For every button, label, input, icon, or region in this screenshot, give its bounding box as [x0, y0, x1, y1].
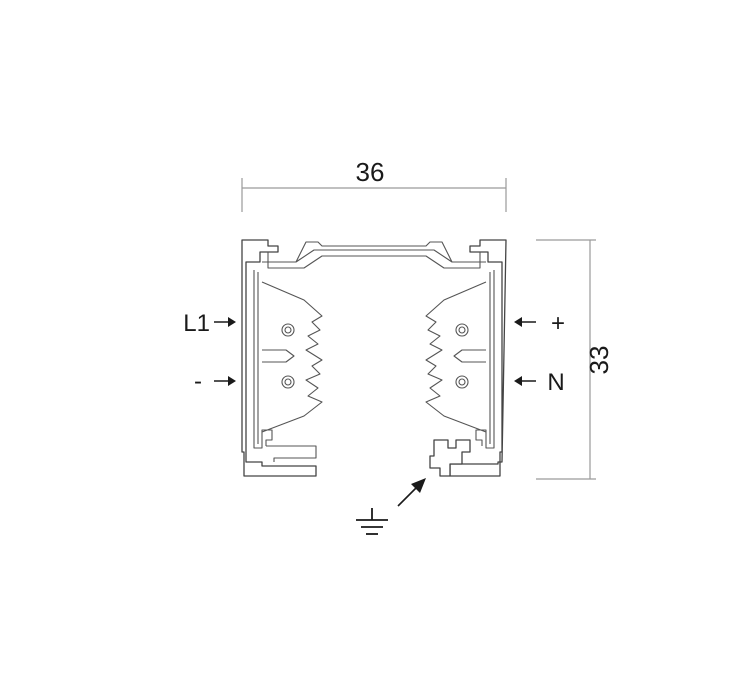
- ground-connection: [356, 478, 426, 535]
- profile-outer-shell-right: [449, 239, 507, 477]
- arrow-right-icon: [214, 317, 236, 327]
- conductor-holder-left-mid: [262, 349, 295, 363]
- arrow-left-icon: [514, 317, 536, 327]
- arrow-left-icon: [514, 376, 536, 386]
- connector-plus-label: +: [551, 310, 565, 337]
- conductor-minus: [281, 375, 295, 389]
- connector-l1: L1: [183, 310, 236, 337]
- conductor-plus: [455, 323, 469, 337]
- arrow-diagonal-icon: [397, 478, 426, 507]
- height-dimension: 33: [536, 239, 614, 480]
- profile-inner-wall-left: [253, 270, 273, 449]
- conductor-n-core: [458, 378, 466, 386]
- connector-plus: +: [514, 310, 565, 337]
- width-dimension-label: 36: [356, 157, 385, 187]
- profile-inner-wall-right: [475, 270, 495, 449]
- connector-l1-label: L1: [183, 310, 210, 337]
- height-dimension-label: 33: [584, 346, 614, 375]
- conductor-holder-right: [425, 281, 487, 433]
- connector-minus: -: [194, 368, 236, 395]
- conductor-plus-core: [458, 326, 466, 334]
- conductor-l1: [281, 323, 295, 337]
- conductor-l1-core: [284, 326, 292, 334]
- conductor-holder-right-mid: [453, 349, 486, 363]
- profile-outer-shell: [241, 239, 317, 477]
- track-profile: [241, 239, 507, 477]
- connector-n-label: N: [547, 369, 564, 396]
- arrow-right-icon: [214, 376, 236, 386]
- conductor-n: [455, 375, 469, 389]
- profile-top-channel: [262, 241, 486, 269]
- conductor-holder-left: [261, 281, 323, 433]
- connector-minus-label: -: [194, 368, 202, 395]
- earth-slot: [429, 439, 471, 477]
- profile-bottom-left-channel: [266, 445, 317, 462]
- connector-n: N: [514, 369, 565, 396]
- width-dimension: 36: [241, 157, 507, 212]
- ground-symbol-icon: [356, 508, 388, 535]
- conductor-minus-core: [284, 378, 292, 386]
